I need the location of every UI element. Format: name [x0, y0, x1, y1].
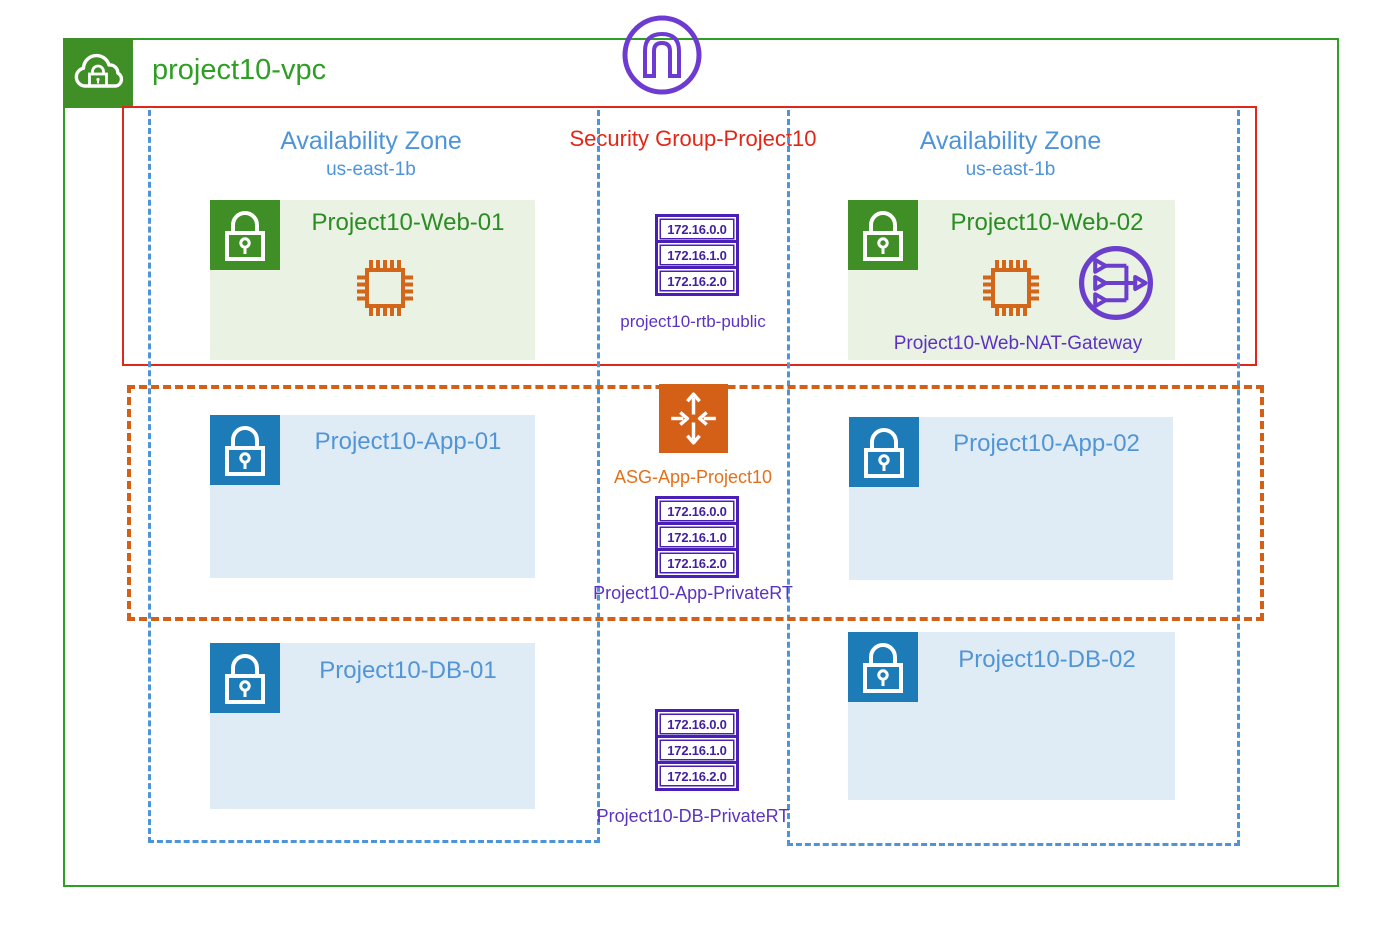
lock-icon-db-02	[848, 632, 918, 702]
az-right-subtitle: us-east-1b	[965, 159, 1056, 180]
nat-gateway-label: Project10-Web-NAT-Gateway	[893, 333, 1143, 354]
db-route-table-label: Project10-DB-PrivateRT	[596, 806, 790, 826]
vpc-container	[63, 38, 1339, 887]
subnet-db-02-title: Project10-DB-02	[958, 646, 1136, 673]
cloud-lock-icon	[74, 53, 124, 88]
ec2-chip-icon-web-02	[976, 253, 1046, 323]
security-group-box	[122, 106, 1257, 366]
subnet-app-02-title: Project10-App-02	[953, 430, 1140, 457]
az-left-subtitle: us-east-1b	[326, 159, 416, 180]
lock-icon-db-01	[210, 643, 280, 713]
n-logo-icon	[620, 13, 704, 97]
asg-label: ASG-App-Project10	[613, 467, 773, 487]
subnet-web-02-title: Project10-Web-02	[950, 209, 1144, 236]
az-right-title: Availability Zone	[919, 127, 1102, 155]
route-entry: 172.16.2.0	[655, 548, 739, 578]
app-route-table-label: Project10-App-PrivateRT	[593, 583, 793, 603]
vpc-title: project10-vpc	[152, 54, 327, 86]
ec2-chip-icon-web-01	[350, 253, 420, 323]
lock-icon-web-01	[210, 200, 280, 270]
route-entry: 172.16.2.0	[655, 761, 739, 791]
az-left-title: Availability Zone	[280, 127, 462, 155]
availability-zone-right	[787, 110, 1240, 846]
autoscaling-group-icon	[659, 384, 728, 453]
lock-icon-app-01	[210, 415, 280, 485]
subnet-web-01-title: Project10-Web-01	[311, 209, 505, 236]
vpc-cloud-lock-icon	[63, 38, 133, 108]
security-group-label: Security Group-Project10	[569, 126, 817, 151]
public-route-table-label: project10-rtb-public	[620, 312, 766, 331]
lock-icon-app-02	[849, 417, 919, 487]
availability-zone-left	[148, 110, 600, 843]
lock-icon-web-02	[848, 200, 918, 270]
subnet-app-01-title: Project10-App-01	[314, 428, 502, 455]
route-entry: 172.16.2.0	[655, 266, 739, 296]
nat-gateway-icon	[1076, 243, 1156, 323]
route-entry: 172.16.1.0	[655, 240, 739, 270]
route-entry: 172.16.0.0	[655, 709, 739, 739]
subnet-db-01-title: Project10-DB-01	[319, 657, 497, 684]
